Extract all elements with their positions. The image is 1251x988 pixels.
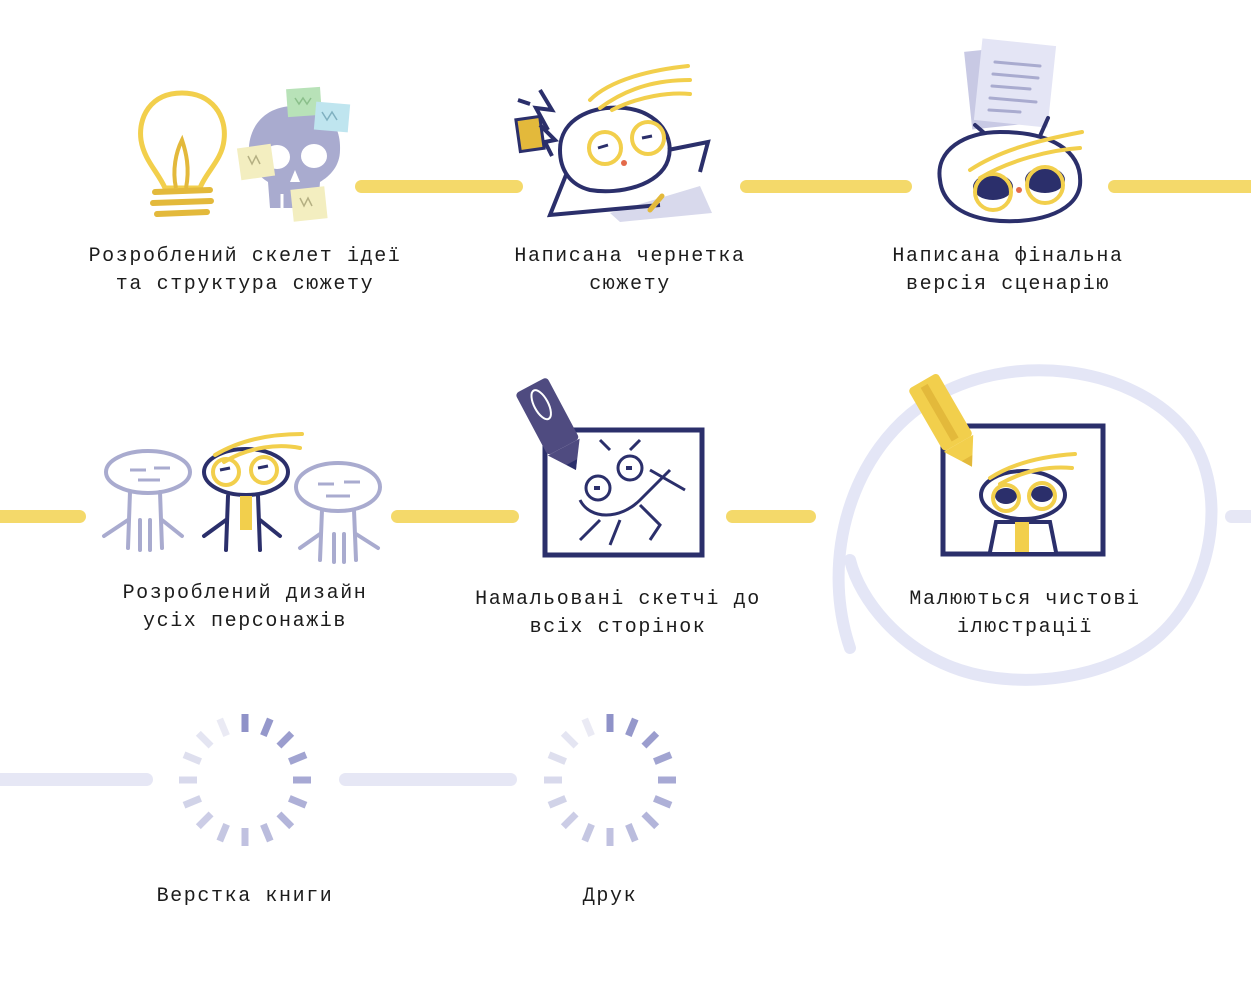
spinner-dash — [641, 811, 660, 830]
connector-3-4-wrap — [0, 510, 86, 523]
step-2-label: Написана чернетка сюжету — [480, 243, 780, 299]
spinner-dash — [276, 811, 295, 830]
loading-spinner-icon — [544, 714, 676, 846]
connector-6-7-wrap — [0, 773, 153, 786]
spinner-dash — [625, 823, 639, 843]
step-1-label: Розроблений скелет ідеї та структура сюж… — [80, 243, 410, 299]
spinner-dash — [288, 795, 308, 809]
step-8-label: Друк — [540, 883, 680, 911]
spinner-dash — [288, 751, 308, 765]
step-6-label-line2: ілюстрації — [956, 616, 1094, 639]
step-7-label: Верстка книги — [140, 883, 350, 911]
connector-3-4 — [1108, 180, 1251, 193]
step-4-label-line2: усіх персонажів — [142, 610, 348, 633]
spinner-dash — [653, 795, 673, 809]
step-2-label-line2: сюжету — [589, 273, 671, 296]
step-3-label-line2: версія сценарію — [905, 273, 1111, 296]
spinner-dash — [195, 811, 214, 830]
loading-spinner-icon — [179, 714, 311, 846]
spinner-dash — [216, 717, 230, 737]
spinner-dash — [182, 795, 202, 809]
step-5-label-line2: всіх сторінок — [529, 616, 707, 639]
step-8-label-line1: Друк — [582, 885, 638, 908]
step-6-label-line1: Малюються чистові — [909, 588, 1141, 611]
spinner-dash — [581, 823, 595, 843]
characters-lineup-icon — [102, 432, 382, 564]
connector-5-6 — [726, 510, 816, 523]
step-7-label-line1: Верстка книги — [156, 885, 334, 908]
spinner-dash — [182, 751, 202, 765]
spinner-dash — [276, 730, 295, 749]
connector-7-8 — [339, 773, 517, 786]
step-5-label: Намальовані скетчі до всіх сторінок — [460, 586, 776, 642]
step-3-label: Написана фінальна версія сценарію — [860, 243, 1156, 299]
step-1-label-line1: Розроблений скелет ідеї — [88, 245, 402, 268]
step-3-label-line1: Написана фінальна — [892, 245, 1124, 268]
character-holding-script-icon — [937, 38, 1084, 224]
progress-ring — [832, 364, 1218, 686]
connector-6-7 — [1225, 510, 1251, 523]
spinner-dash — [260, 823, 274, 843]
sketch-canvas-icon — [516, 378, 705, 558]
connector-2-3 — [740, 180, 912, 193]
lightbulb-skull-icon — [138, 86, 351, 222]
spinner-dash — [195, 730, 214, 749]
step-1-label-line2: та структура сюжету — [115, 273, 375, 296]
spinner-dash — [560, 730, 579, 749]
spinner-dash — [547, 795, 567, 809]
spinner-dash — [216, 823, 230, 843]
spinner-dash — [641, 730, 660, 749]
spinner-dash — [560, 811, 579, 830]
spinner-dash — [581, 717, 595, 737]
connector-4-5 — [391, 510, 519, 523]
step-5-label-line1: Намальовані скетчі до — [475, 588, 761, 611]
spinner-dash — [653, 751, 673, 765]
step-4-label: Розроблений дизайн усіх персонажів — [100, 580, 390, 636]
step-4-label-line1: Розроблений дизайн — [122, 582, 368, 605]
connector-1-2 — [355, 180, 523, 193]
character-writing-icon — [514, 64, 712, 222]
step-2-label-line1: Написана чернетка — [514, 245, 746, 268]
spinner-dash — [260, 717, 274, 737]
step-6-label: Малюються чистові ілюстрації — [880, 586, 1170, 642]
spinner-dash — [625, 717, 639, 737]
pencil-canvas-icon — [832, 364, 1218, 686]
spinner-dash — [547, 751, 567, 765]
